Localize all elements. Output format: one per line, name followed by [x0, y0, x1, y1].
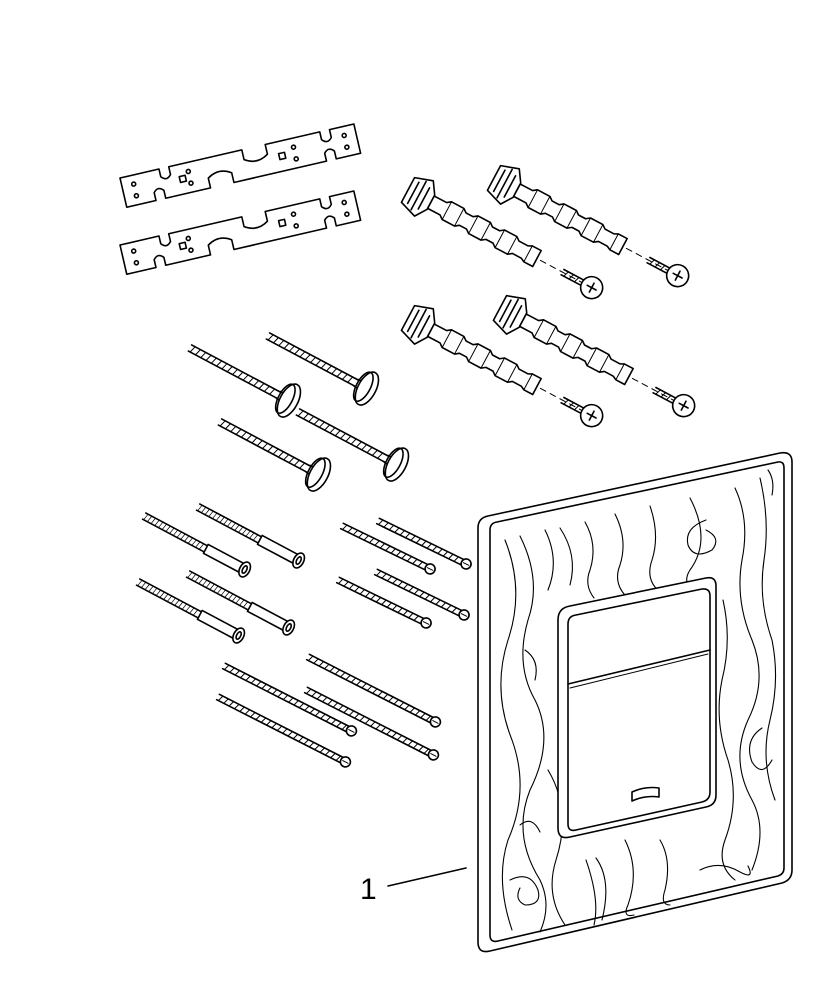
callout-1: 1	[360, 867, 467, 906]
callout-leader-line	[387, 867, 467, 887]
long-rod-3	[214, 691, 353, 770]
sleeve-bolt-1	[140, 509, 253, 579]
wall-anchors	[397, 159, 704, 440]
flush-buttons	[567, 588, 711, 832]
callout-label: 1	[360, 873, 377, 906]
long-rod-4	[302, 684, 441, 763]
mushroom-bolt-2	[260, 320, 384, 409]
mounting-plates	[119, 123, 362, 276]
long-rod-2	[304, 651, 443, 730]
brand-logo	[631, 786, 660, 802]
mushroom-bolt-3	[212, 406, 336, 495]
long-rod-1	[220, 660, 359, 739]
long-threaded-rods	[214, 651, 443, 770]
short-rod-4	[373, 566, 472, 623]
button-split-line	[567, 649, 711, 685]
sleeve-bolt-4	[184, 567, 297, 637]
wood-grain-pattern	[500, 469, 777, 933]
cover-plate	[477, 451, 793, 953]
short-threaded-rods	[335, 515, 474, 631]
mounting-plate-lower	[119, 190, 362, 276]
short-rod-3	[335, 574, 434, 631]
mounting-plate-upper	[119, 123, 362, 209]
sleeve-bolt-2	[194, 500, 307, 570]
mushroom-bolts	[182, 320, 414, 495]
sleeve-bolt-3	[134, 575, 247, 645]
sleeve-bolts	[134, 500, 307, 645]
